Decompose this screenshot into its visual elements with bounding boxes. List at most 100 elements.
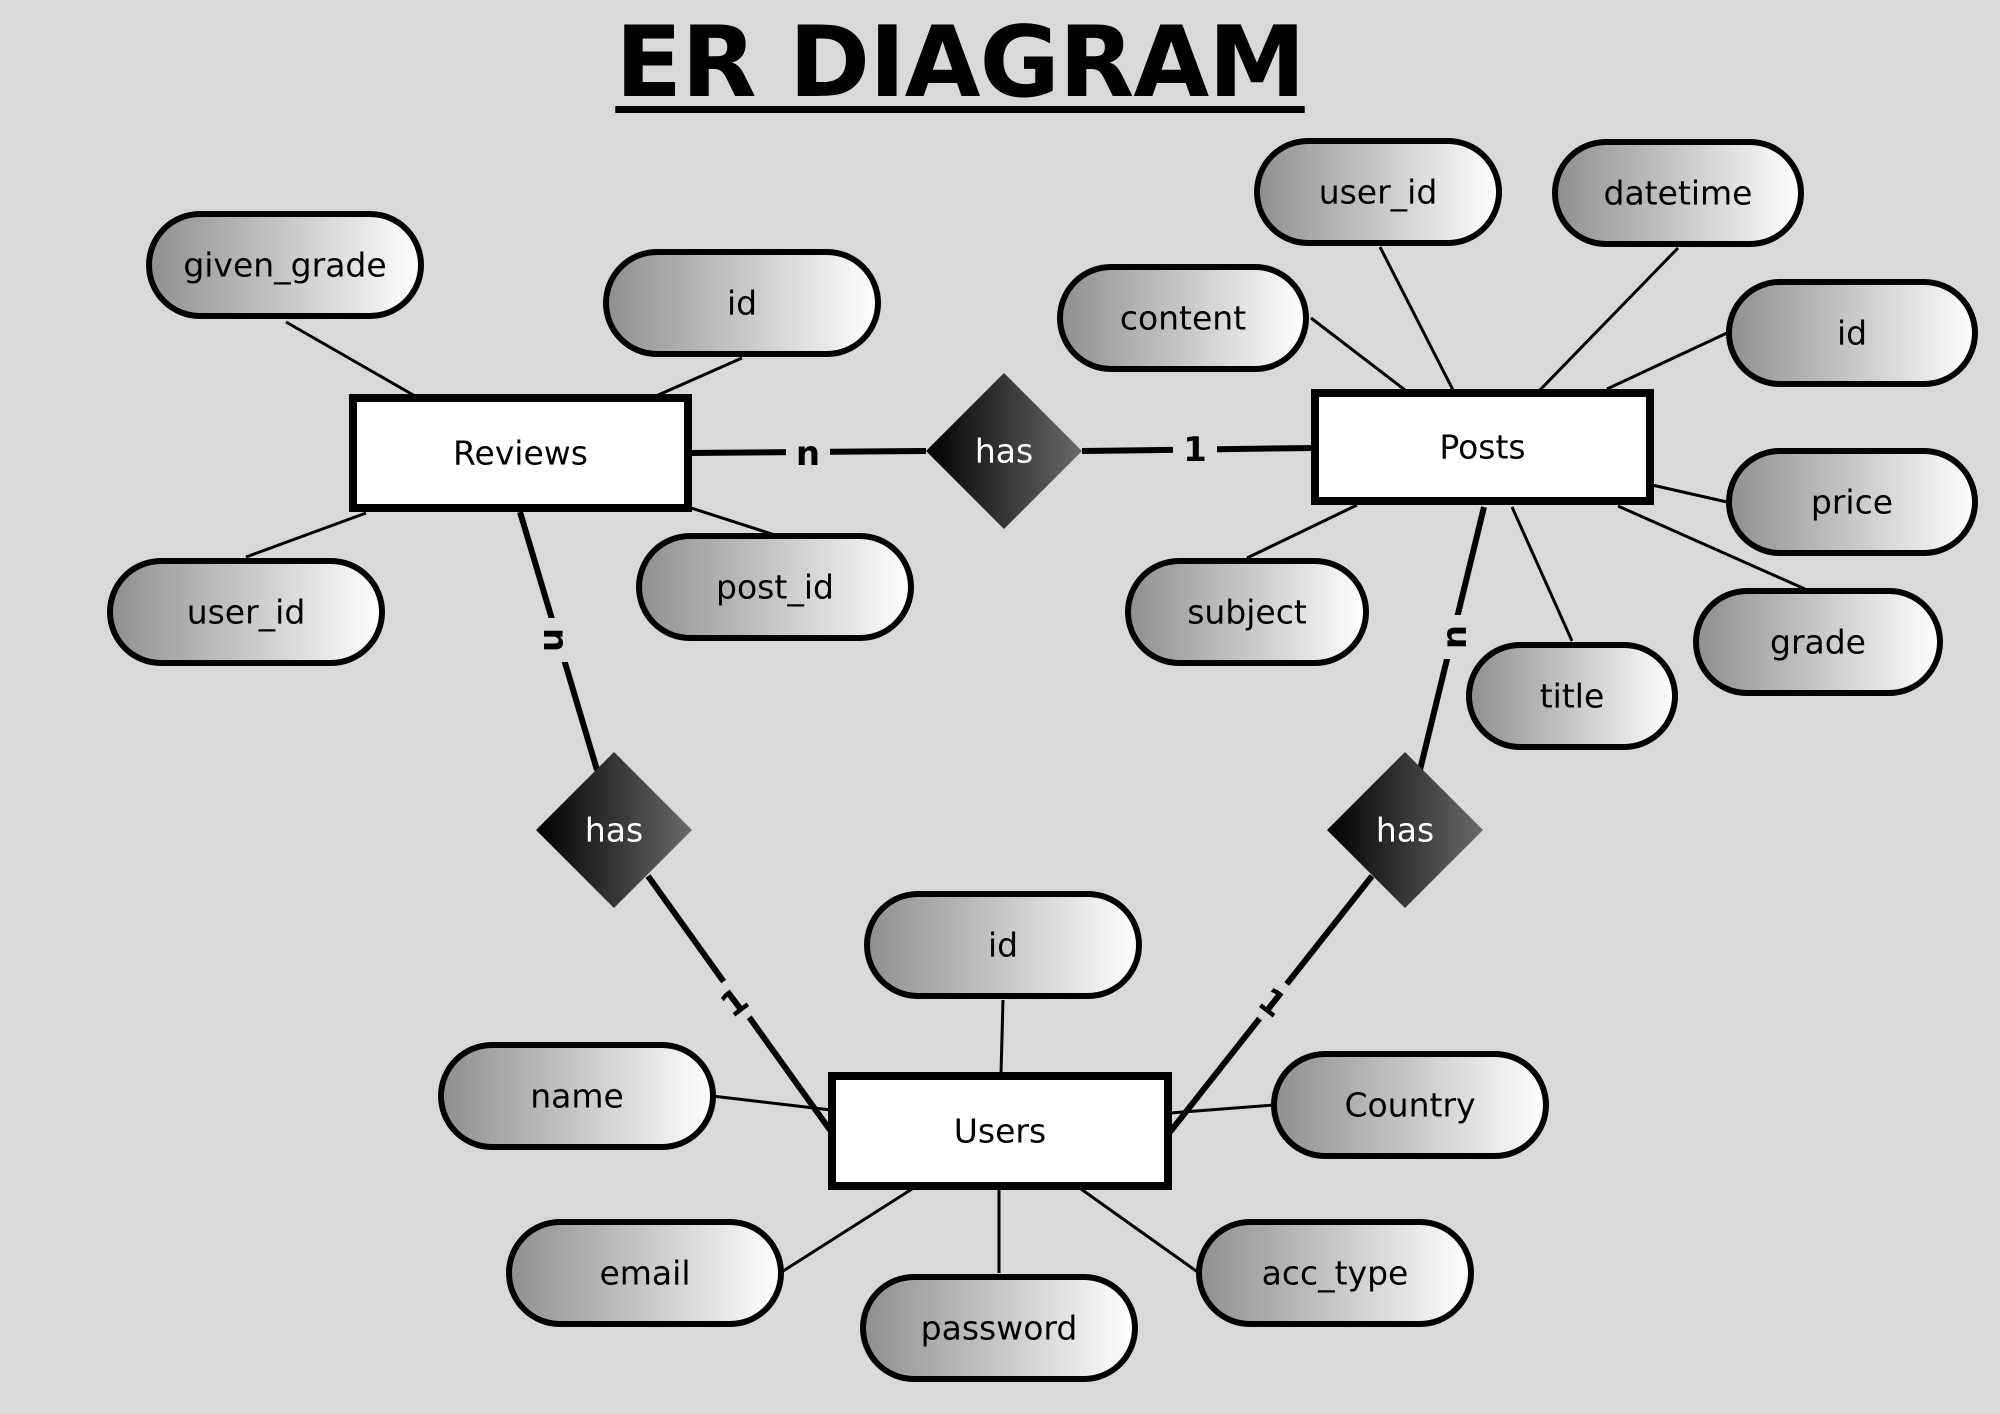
users-attribute-id: id	[864, 891, 1142, 999]
posts-attribute-id: id	[1726, 279, 1978, 387]
entity-reviews: Reviews	[349, 394, 692, 512]
attribute-oval	[107, 558, 385, 666]
reviews-attribute-connector	[285, 320, 416, 398]
attribute-oval	[1057, 264, 1309, 372]
attribute-oval	[438, 1042, 716, 1150]
cardinality-label-background	[786, 430, 830, 474]
attribute-label: datetime	[1604, 174, 1753, 213]
posts-attribute-connector	[1651, 483, 1728, 504]
attribute-label: acc_type	[1262, 1254, 1409, 1293]
attribute-oval	[1254, 138, 1502, 246]
posts-attribute-datetime: datetime	[1552, 139, 1804, 247]
posts-attribute-connector	[1617, 504, 1806, 591]
relationship-label: has	[585, 811, 643, 850]
cardinality-label: n	[796, 434, 820, 474]
attribute-oval	[1726, 279, 1978, 387]
entity-posts: Posts	[1311, 389, 1654, 505]
attribute-label: id	[988, 926, 1018, 965]
posts-attribute-subject: subject	[1125, 558, 1369, 666]
users-attribute-country: Country	[1271, 1051, 1549, 1159]
cardinality-label-background	[702, 970, 765, 1033]
cardinality-label-background	[1242, 970, 1305, 1033]
users-attribute-connector	[1080, 1187, 1200, 1275]
reviews-attribute-id: id	[603, 249, 881, 357]
entity-box	[349, 394, 692, 512]
attribute-oval	[1726, 448, 1978, 556]
cardinality-label-background	[1173, 426, 1217, 470]
attribute-label: id	[1837, 314, 1867, 353]
users-attribute-name: name	[438, 1042, 716, 1150]
relationship-diamond-shape	[926, 373, 1082, 529]
posts-attribute-connector	[1538, 246, 1680, 392]
cardinality-label: n	[1435, 625, 1475, 649]
attribute-label: user_id	[187, 593, 306, 632]
attribute-label: given_grade	[183, 246, 386, 285]
posts-attribute-connector	[1606, 331, 1728, 391]
attribute-label: price	[1811, 483, 1893, 522]
attribute-oval	[636, 533, 914, 641]
attribute-label: email	[599, 1254, 690, 1293]
rel-posts-users-diamond: has	[1327, 752, 1483, 908]
reviews-attribute-connector	[687, 505, 776, 537]
attribute-oval	[864, 891, 1142, 999]
posts-attribute-user-id: user_id	[1254, 138, 1502, 246]
attribute-oval	[1552, 139, 1804, 247]
users-attribute-password: password	[860, 1274, 1138, 1382]
cardinality-label: n	[535, 628, 575, 652]
attribute-label: password	[921, 1309, 1078, 1348]
relationship-diamond-shape	[536, 752, 692, 908]
cardinality-label-background	[535, 618, 579, 662]
posts-attribute-connector	[1378, 246, 1455, 391]
posts-attribute-price: price	[1726, 448, 1978, 556]
entity-users: Users	[828, 1072, 1172, 1190]
relationship-diamond-shape	[1327, 752, 1483, 908]
cardinality-label: 1	[1183, 430, 1207, 470]
attribute-label: id	[727, 284, 757, 323]
entity-box	[828, 1072, 1172, 1190]
rel-reviews-posts-diamond: has	[926, 373, 1082, 529]
attribute-label: content	[1120, 299, 1246, 338]
posts-attribute-connector	[1310, 316, 1406, 392]
users-attribute-acc-type: acc_type	[1196, 1219, 1474, 1327]
diagram-title: ER DIAGRAM	[615, 6, 1305, 120]
attribute-oval	[603, 249, 881, 357]
posts-attribute-connector	[1510, 506, 1574, 642]
users-attribute-connector	[779, 1187, 913, 1275]
attribute-label: Country	[1344, 1086, 1475, 1125]
users-attribute-email: email	[506, 1219, 784, 1327]
posts-attribute-content: content	[1057, 264, 1309, 372]
entity-label: Posts	[1439, 428, 1525, 467]
attribute-label: user_id	[1319, 173, 1438, 212]
entity-box	[1311, 389, 1654, 505]
reviews-attribute-user-id: user_id	[107, 558, 385, 666]
users-attribute-connector	[999, 999, 1005, 1075]
reviews-attribute-connector	[655, 356, 743, 398]
attribute-oval	[506, 1219, 784, 1327]
attribute-oval	[146, 211, 424, 319]
relationship-label: has	[1376, 811, 1434, 850]
reviews-attribute-given-grade: given_grade	[146, 211, 424, 319]
attribute-label: title	[1540, 677, 1605, 716]
attribute-oval	[1466, 642, 1678, 750]
posts-attribute-connector	[1246, 503, 1358, 560]
attribute-label: name	[530, 1077, 624, 1116]
rel-reviews-users-diamond: has	[536, 752, 692, 908]
entity-label: Users	[954, 1112, 1046, 1151]
attribute-oval	[860, 1274, 1138, 1382]
attribute-oval	[1196, 1219, 1474, 1327]
attribute-oval	[1271, 1051, 1549, 1159]
reviews-attribute-connector	[245, 511, 367, 559]
attribute-label: subject	[1187, 593, 1307, 632]
posts-attribute-title: title	[1466, 642, 1678, 750]
relationship-label: has	[975, 432, 1033, 471]
cardinality-label-background	[1431, 615, 1475, 659]
reviews-attribute-post-id: post_id	[636, 533, 914, 641]
attribute-label: post_id	[716, 568, 834, 607]
posts-attribute-grade: grade	[1693, 588, 1943, 696]
attribute-oval	[1693, 588, 1943, 696]
attribute-label: grade	[1770, 623, 1866, 662]
entity-label: Reviews	[453, 434, 588, 473]
attribute-oval	[1125, 558, 1369, 666]
